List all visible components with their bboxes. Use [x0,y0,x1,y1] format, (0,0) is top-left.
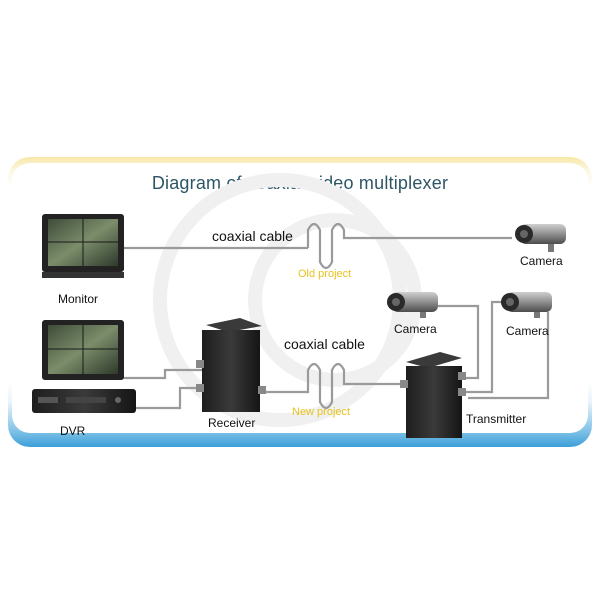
camera-icon [501,292,552,318]
old-project-label: Old project [298,268,352,280]
camera-icon [515,224,566,252]
dvr-icon [32,389,136,413]
receiver-label: Receiver [208,416,256,430]
transmitter-icon [400,352,466,438]
transmitter-label: Transmitter [466,412,527,426]
camera-icon [387,292,438,318]
camera-label-1: Camera [520,254,563,268]
coaxial-cable-label-new: coaxial cable [284,336,365,352]
dvr-label: DVR [60,424,86,438]
coaxial-cable-label-old: coaxial cable [212,228,293,244]
camera-label-2: Camera [394,322,437,336]
monitor-icon [42,214,124,278]
monitor-label: Monitor [58,292,99,306]
new-project-label: New project [292,406,351,418]
camera-label-3: Camera [506,324,549,338]
old-project-cable [122,222,512,270]
monitor-icon [42,320,124,380]
receiver-icon [196,318,266,412]
new-project-cable [122,300,550,410]
